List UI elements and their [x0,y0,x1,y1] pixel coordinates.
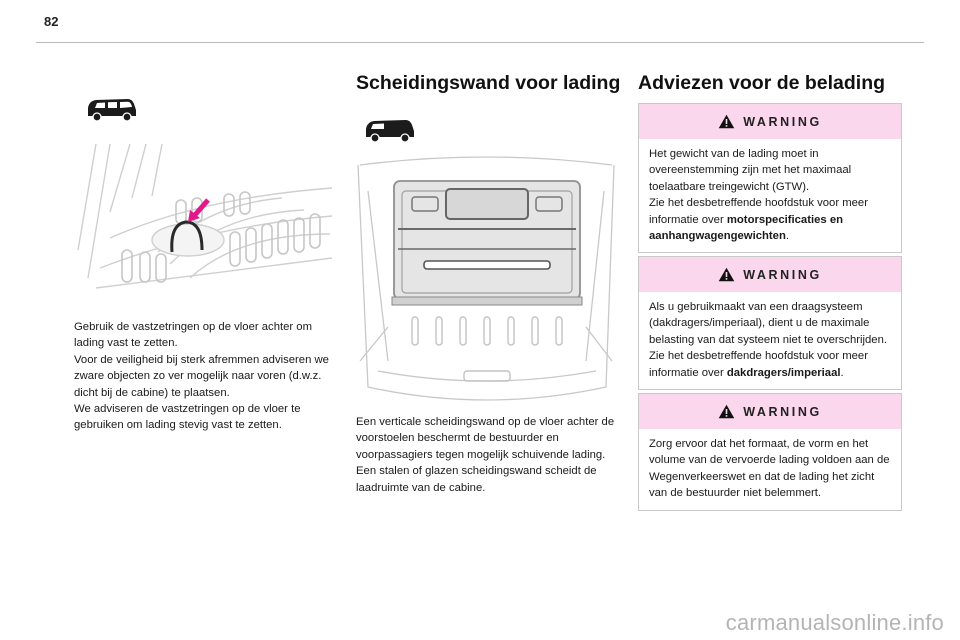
paragraph: We adviseren de vastzetringen op de vloe… [74,403,301,432]
warning-body: Zorg ervoor dat het formaat, de vorm en … [639,429,901,510]
warning-text: Zie het desbetreffende hoofdstuk voor me… [649,348,891,381]
section-heading-loading-advice: Adviezen voor de belading [638,72,886,94]
top-divider [36,42,924,43]
warning-title: WARNING [743,404,822,419]
van-icon [88,99,136,122]
warning-body: Als u gebruikmaakt van een draagsysteem … [639,292,901,389]
cargo-floor-lashing-ring-illustration [77,143,333,289]
text-run: . [785,230,789,243]
warning-title: WARNING [743,114,822,129]
paragraph: Een stalen of glazen scheidingswand sche… [356,465,597,494]
warning-body: Het gewicht van de lading moet in overee… [639,139,901,252]
lashing-rings-text: Gebruik de vastzetringen op de vloer ach… [74,319,342,434]
warning-title: WARNING [743,267,822,282]
paragraph: Een verticale scheidingswand op de vloer… [356,416,615,461]
warning-text: Het gewicht van de lading moet in overee… [649,148,852,193]
paragraph: Gebruik de vastzetringen op de vloer ach… [74,321,312,350]
partition-text: Een verticale scheidingswand op de vloer… [356,414,622,496]
warning-box: WARNING Als u gebruikmaakt van een draag… [638,256,902,391]
text-run: Zie het desbetreffende hoofdstuk voor me… [649,350,868,379]
warning-header: WARNING [639,104,901,139]
paragraph: Voor de veiligheid bij sterk afremmen ad… [74,353,329,399]
warning-box: WARNING Zorg ervoor dat het formaat, de … [638,393,902,511]
cargo-partition-illustration [357,156,615,401]
van-icon [366,120,414,143]
warning-triangle-icon [718,267,735,282]
warning-text: Zorg ervoor dat het formaat, de vorm en … [649,438,890,500]
bold-reference: motorspecificaties en aanhangwagengewich… [649,213,844,243]
warning-box: WARNING Het gewicht van de lading moet i… [638,103,902,254]
watermark: carmanualsonline.info [725,610,944,635]
page-number: 82 [44,14,59,29]
text-run: . [840,366,844,379]
warning-header: WARNING [639,394,901,429]
warning-text: Zie het desbetreffende hoofdstuk voor me… [649,195,891,244]
warning-header: WARNING [639,257,901,292]
warning-triangle-icon [718,114,735,129]
warning-triangle-icon [718,404,735,419]
bold-reference: dakdragers/imperiaal [726,366,841,379]
warning-text: Als u gebruikmaakt van een draagsysteem … [649,301,887,346]
section-heading-partition: Scheidingswand voor lading [356,72,621,94]
text-run: Zie het desbetreffende hoofdstuk voor me… [649,197,868,226]
